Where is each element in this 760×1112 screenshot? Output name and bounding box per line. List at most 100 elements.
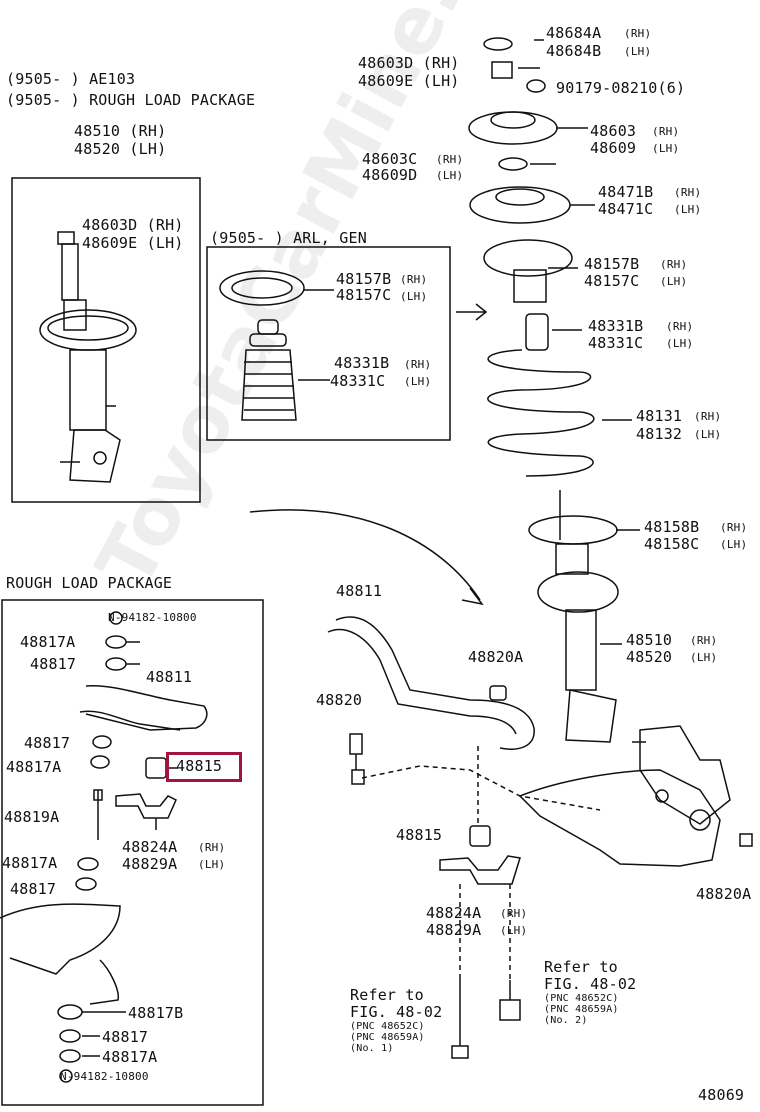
note-rough-load: (9505- ) ROUGH LOAD PACKAGE — [6, 91, 256, 109]
refer1-no: (No. 1) — [350, 1043, 394, 1054]
label-48331b: 48331B — [588, 317, 644, 335]
label-48157c-box: 48157C — [336, 286, 392, 304]
refer1-pnc1: (PNC 48652C) — [350, 1021, 425, 1032]
label-48157-lh: (LH) — [660, 275, 688, 288]
label-48157-box-lh: (LH) — [400, 290, 428, 303]
highlight-48815 — [166, 752, 242, 782]
label-48817a-4: 48817A — [102, 1048, 158, 1066]
stabilizer-bar-icon — [327, 616, 601, 1059]
note-ae103: (9505- ) AE103 — [6, 70, 136, 88]
label-48824-rh: (RH) — [500, 907, 528, 920]
label-48520-lh: (LH) — [690, 651, 718, 664]
label-48603-rh: (RH) — [652, 125, 680, 138]
note-arl-gen: (9505- ) ARL, GEN — [210, 229, 367, 247]
refer1-line2[interactable]: FIG. 48-02 — [350, 1003, 443, 1021]
label-48158-rh: (RH) — [720, 521, 748, 534]
label-48820a: 48820A — [468, 648, 524, 666]
label-48603d-rh-small: 48603D (RH) — [82, 216, 184, 234]
label-48157b: 48157B — [584, 255, 640, 273]
label-n94182-top: N-94182-10800 — [108, 611, 197, 624]
label-48132-lh: (LH) — [694, 428, 722, 441]
label-48829-lh: (LH) — [500, 924, 528, 937]
label-48520: 48520 — [626, 648, 673, 666]
label-48603: 48603 — [590, 122, 637, 140]
label-48817-1: 48817 — [30, 655, 77, 673]
label-48331c-box: 48331C — [330, 372, 386, 390]
label-48820a-right: 48820A — [696, 885, 752, 903]
label-48811: 48811 — [336, 582, 383, 600]
label-48157-box-rh: (RH) — [400, 273, 428, 286]
label-48817a-3: 48817A — [2, 854, 58, 872]
label-48331-rh: (RH) — [666, 320, 694, 333]
label-48157-rh: (RH) — [660, 258, 688, 271]
refer2-line1: Refer to — [544, 958, 618, 976]
strut-box — [11, 177, 201, 503]
curved-arrow — [249, 509, 484, 606]
figure-code: 48069 — [698, 1086, 745, 1104]
label-48609e-lh-small: 48609E (LH) — [82, 234, 184, 252]
label-48609d-lh: (LH) — [436, 169, 464, 182]
rough-load-box — [1, 599, 264, 1106]
label-48817b: 48817B — [128, 1004, 184, 1022]
label-48817a-2: 48817A — [6, 758, 62, 776]
label-48824a: 48824A — [426, 904, 482, 922]
upper-stack-icon — [468, 37, 640, 743]
label-48131-rh: (RH) — [694, 410, 722, 423]
label-48158-lh: (LH) — [720, 538, 748, 551]
label-48157b-box: 48157B — [336, 270, 392, 288]
label-48510-rh: 48510 (RH) — [74, 122, 167, 140]
rough-section-title: ROUGH LOAD PACKAGE — [6, 574, 173, 592]
label-48824a-rough: 48824A — [122, 838, 178, 856]
label-48609e-top: 48609E (LH) — [358, 72, 460, 90]
label-48829a-rough: 48829A — [122, 855, 178, 873]
label-48819a: 48819A — [4, 808, 60, 826]
label-48815-rough[interactable]: 48815 — [176, 757, 223, 775]
label-48829-rough-lh: (LH) — [198, 858, 226, 871]
refer1-line1: Refer to — [350, 986, 424, 1004]
bearing-ring-icon — [219, 270, 305, 306]
label-48684b: 48684B — [546, 42, 602, 60]
label-48471c: 48471C — [598, 200, 654, 218]
label-48609-lh: (LH) — [652, 142, 680, 155]
label-48817-3: 48817 — [10, 880, 57, 898]
label-48684-rh: (RH) — [624, 27, 652, 40]
label-48609: 48609 — [590, 139, 637, 157]
label-48684-lh: (LH) — [624, 45, 652, 58]
label-48603c-rh: (RH) — [436, 153, 464, 166]
label-48817-4: 48817 — [102, 1028, 149, 1046]
label-48510-rh: (RH) — [690, 634, 718, 647]
refer2-pnc2: (PNC 48659A) — [544, 1004, 619, 1015]
label-48829a: 48829A — [426, 921, 482, 939]
label-48815: 48815 — [396, 826, 443, 844]
label-48331-box-rh: (RH) — [404, 358, 432, 371]
label-48331b-box: 48331B — [334, 354, 390, 372]
refer2-pnc1: (PNC 48652C) — [544, 993, 619, 1004]
label-48471b: 48471B — [598, 183, 654, 201]
label-48331-box-lh: (LH) — [404, 375, 432, 388]
label-48817-2: 48817 — [24, 734, 71, 752]
label-48331-lh: (LH) — [666, 337, 694, 350]
label-48510: 48510 — [626, 631, 673, 649]
label-48131: 48131 — [636, 407, 683, 425]
label-48824-rough-rh: (RH) — [198, 841, 226, 854]
refer2-no: (No. 2) — [544, 1015, 588, 1026]
refer1-pnc2: (PNC 48659A) — [350, 1032, 425, 1043]
label-48158b: 48158B — [644, 518, 700, 536]
label-48684a: 48684A — [546, 24, 602, 42]
label-48157c: 48157C — [584, 272, 640, 290]
lower-arm-icon — [518, 725, 753, 867]
label-48609d: 48609D — [362, 166, 418, 184]
label-48331c: 48331C — [588, 334, 644, 352]
label-48158c: 48158C — [644, 535, 700, 553]
refer2-line2[interactable]: FIG. 48-02 — [544, 975, 637, 993]
label-48520-lh: 48520 (LH) — [74, 140, 167, 158]
label-48817a-1: 48817A — [20, 633, 76, 651]
label-48471-rh: (RH) — [674, 186, 702, 199]
strut-assembly-icon — [39, 231, 137, 483]
label-48603c: 48603C — [362, 150, 418, 168]
label-48132: 48132 — [636, 425, 683, 443]
bump-stopper-icon — [241, 289, 334, 421]
label-48820: 48820 — [316, 691, 363, 709]
arl-box — [206, 246, 451, 441]
